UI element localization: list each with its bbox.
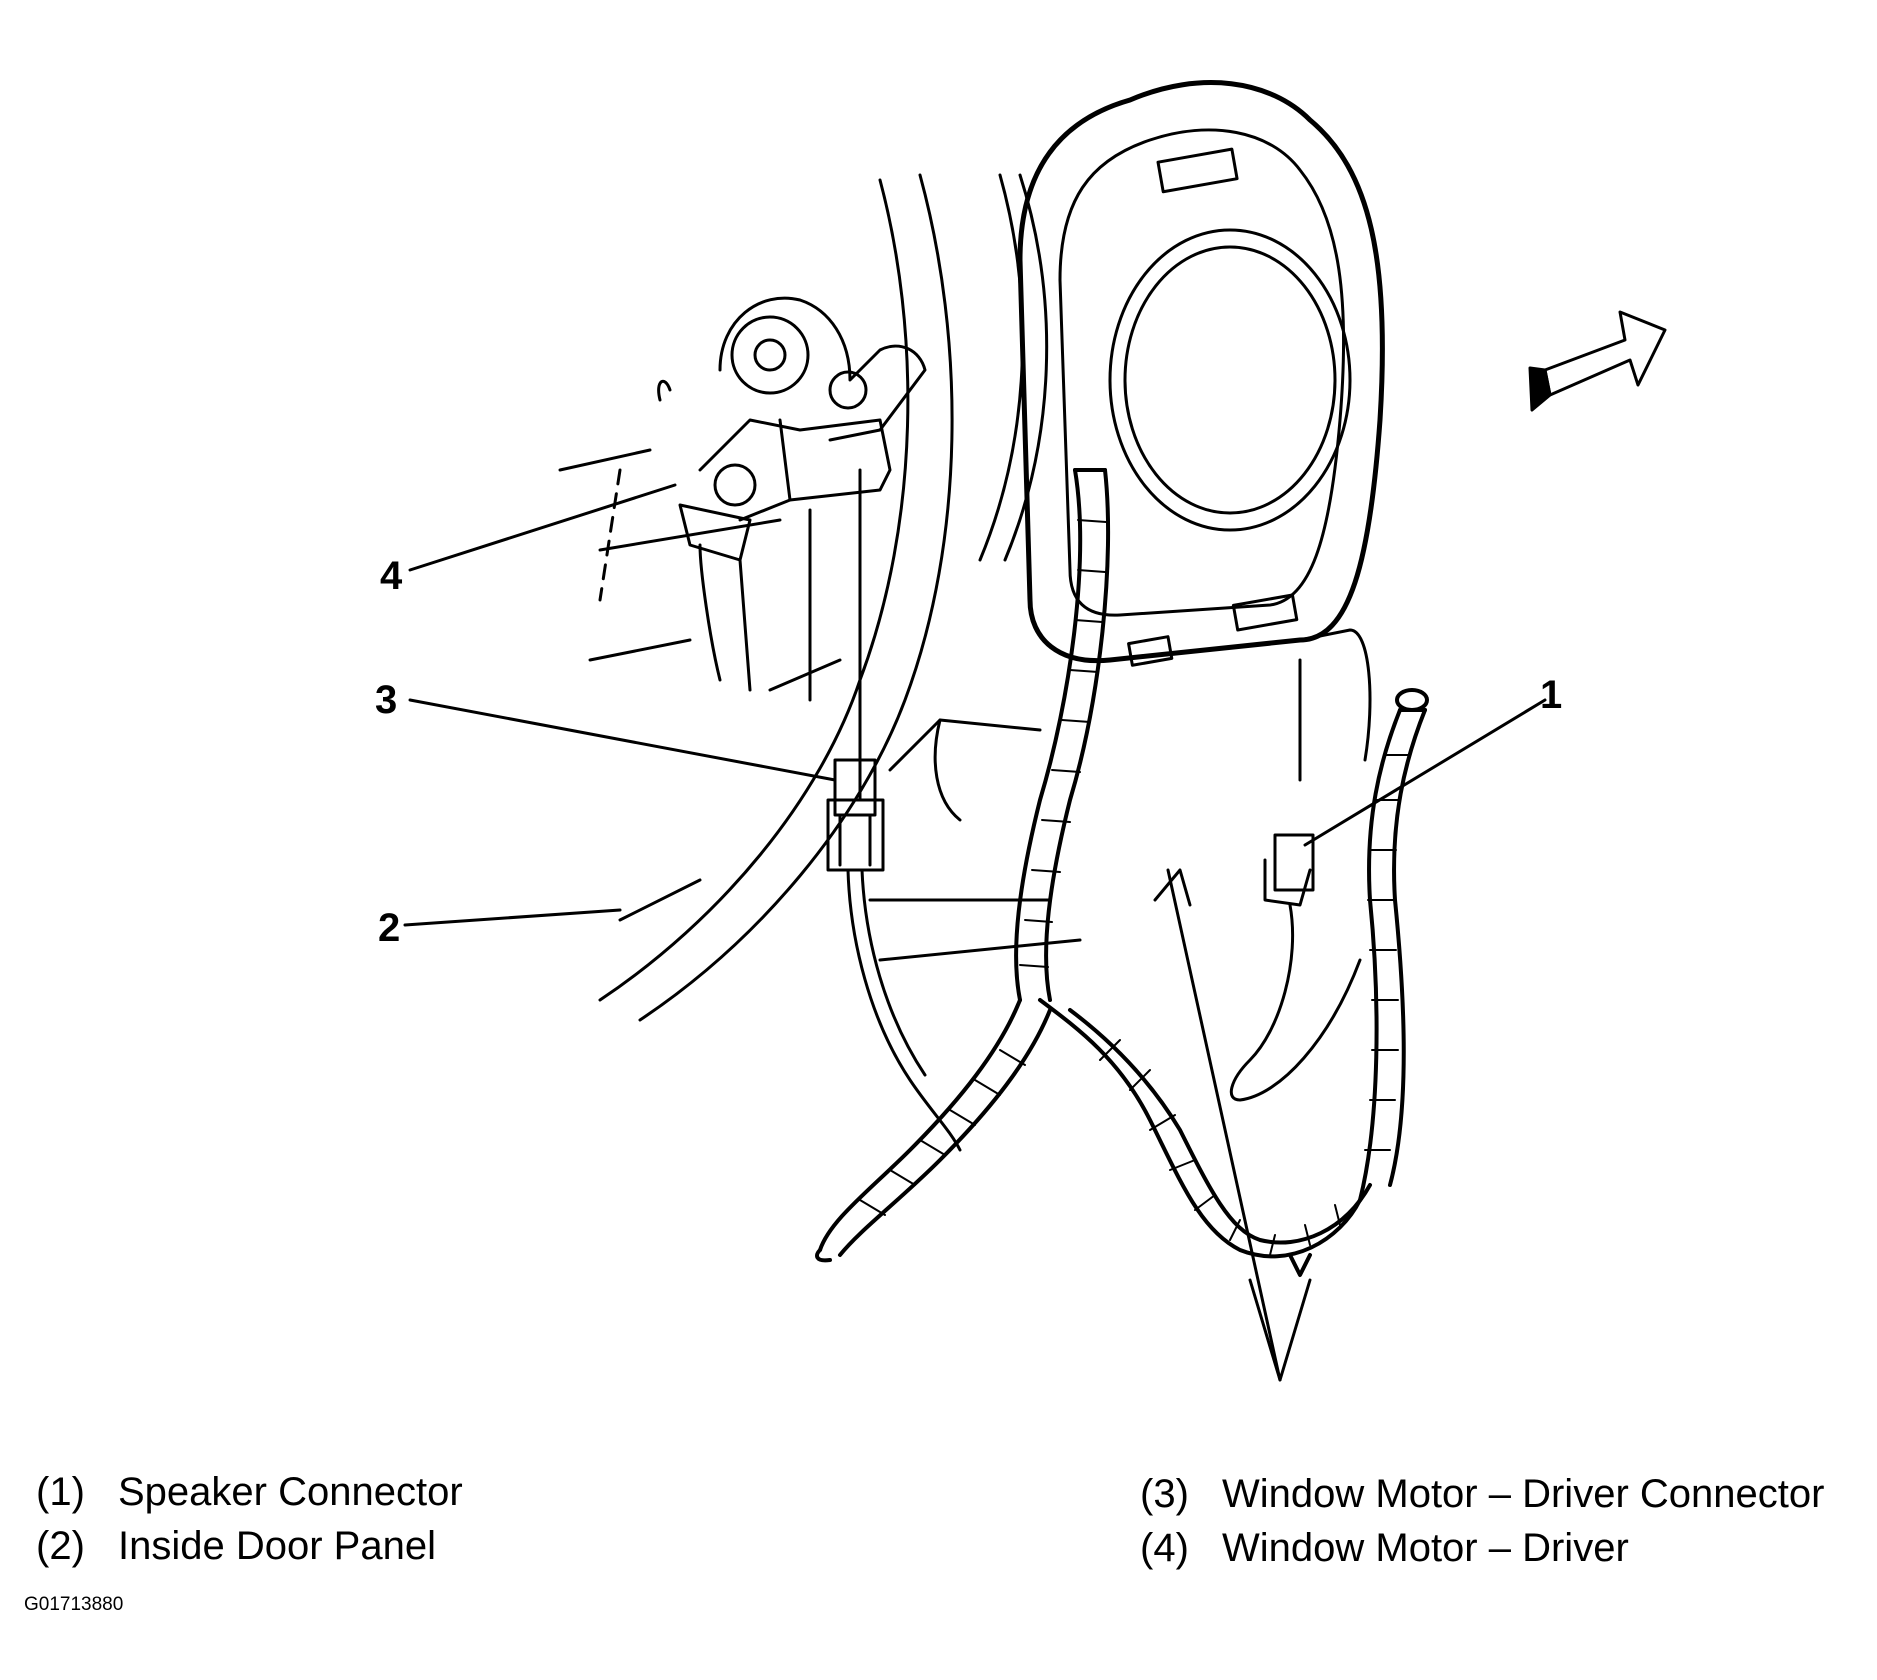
legend-number: (2) bbox=[36, 1524, 85, 1568]
fastener-pointer-lines bbox=[1153, 868, 1312, 1382]
legend-item-1: (1) Speaker Connector bbox=[36, 1472, 463, 1512]
callout-2: 2 bbox=[378, 906, 401, 950]
harness-tape-bands bbox=[859, 519, 1411, 1256]
door-frame-lines bbox=[558, 173, 1082, 1022]
legend-number: (1) bbox=[36, 1470, 85, 1514]
legend-item-2: (2) Inside Door Panel bbox=[36, 1526, 436, 1566]
legend-label: Window Motor – Driver Connector bbox=[1222, 1472, 1825, 1516]
callout-4: 4 bbox=[380, 554, 403, 598]
window-motor-connector-drawing bbox=[826, 758, 962, 1152]
wiring-harness bbox=[815, 468, 1429, 1277]
callout-1: 1 bbox=[1540, 673, 1563, 717]
window-motor-drawing bbox=[598, 296, 927, 802]
legend-number: (4) bbox=[1140, 1526, 1189, 1570]
door-wiring-illustration bbox=[403, 80, 1667, 1382]
legend-item-4: (4) Window Motor – Driver bbox=[1140, 1528, 1629, 1568]
legend-label: Speaker Connector bbox=[118, 1470, 463, 1514]
legend-label: Window Motor – Driver bbox=[1222, 1526, 1629, 1570]
speaker-housing-outline bbox=[1017, 80, 1385, 782]
direction-arrow-icon bbox=[1528, 310, 1667, 412]
figure-code: G01713880 bbox=[24, 1594, 124, 1615]
legend-item-3: (3) Window Motor – Driver Connector bbox=[1140, 1474, 1824, 1514]
speaker-connector-drawing bbox=[1229, 833, 1362, 1102]
callout-3: 3 bbox=[375, 678, 398, 722]
legend-number: (3) bbox=[1140, 1472, 1189, 1516]
callout-leaders bbox=[403, 483, 1547, 927]
legend-label: Inside Door Panel bbox=[118, 1524, 436, 1568]
